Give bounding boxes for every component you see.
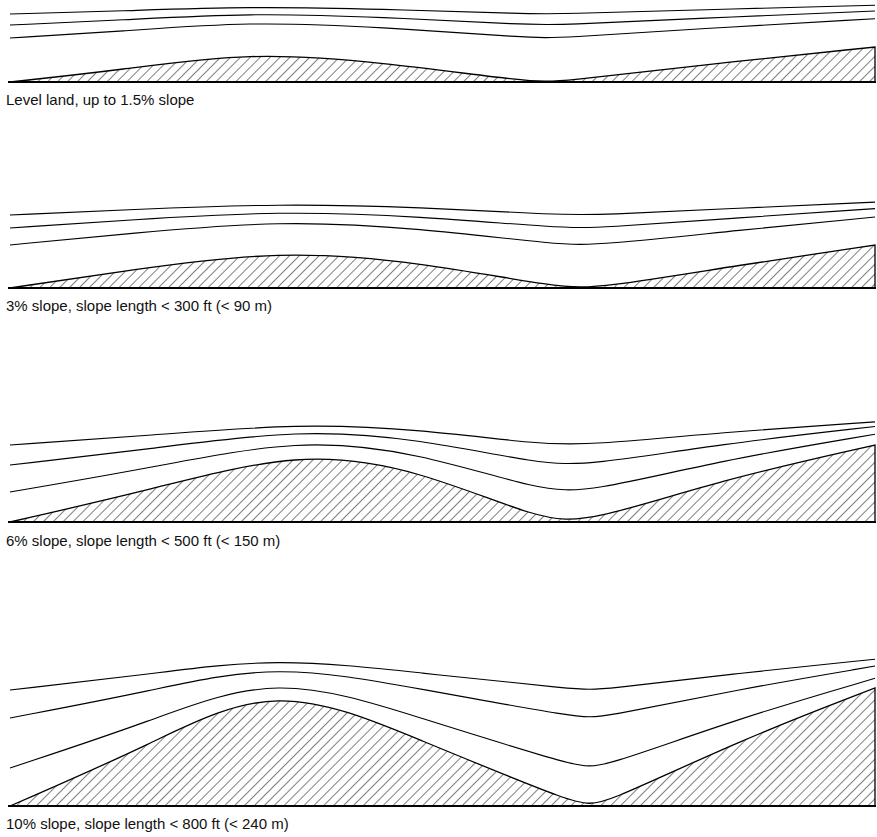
wind-flow-line xyxy=(10,659,875,690)
slope-caption: 10% slope, slope length < 800 ft (< 240 … xyxy=(4,815,291,833)
slope-panel xyxy=(8,659,876,806)
slope-panel xyxy=(8,202,876,288)
slope-caption: 3% slope, slope length < 300 ft (< 90 m) xyxy=(4,297,274,315)
slope-caption: Level land, up to 1.5% slope xyxy=(4,91,196,109)
terrain-profile xyxy=(10,688,875,806)
wind-flow-line xyxy=(10,19,875,38)
wind-flow-line xyxy=(10,11,875,25)
ground-line xyxy=(8,521,876,523)
wind-flow-line xyxy=(10,202,875,215)
slope-panel xyxy=(8,422,876,522)
wind-flow-line xyxy=(10,5,875,14)
ground-line xyxy=(8,81,876,83)
terrain-profile xyxy=(10,47,875,82)
slope-caption: 6% slope, slope length < 500 ft (< 150 m… xyxy=(4,532,282,550)
terrain-profile xyxy=(10,445,875,522)
wind-flow-line xyxy=(10,666,875,718)
slope-panel xyxy=(8,5,876,82)
wind-flow-line xyxy=(10,217,875,245)
wind-flow-line xyxy=(10,209,875,228)
terrain-profile xyxy=(10,245,875,288)
ground-line xyxy=(8,805,876,807)
ground-line xyxy=(8,287,876,289)
wind-flow-line xyxy=(10,427,875,466)
